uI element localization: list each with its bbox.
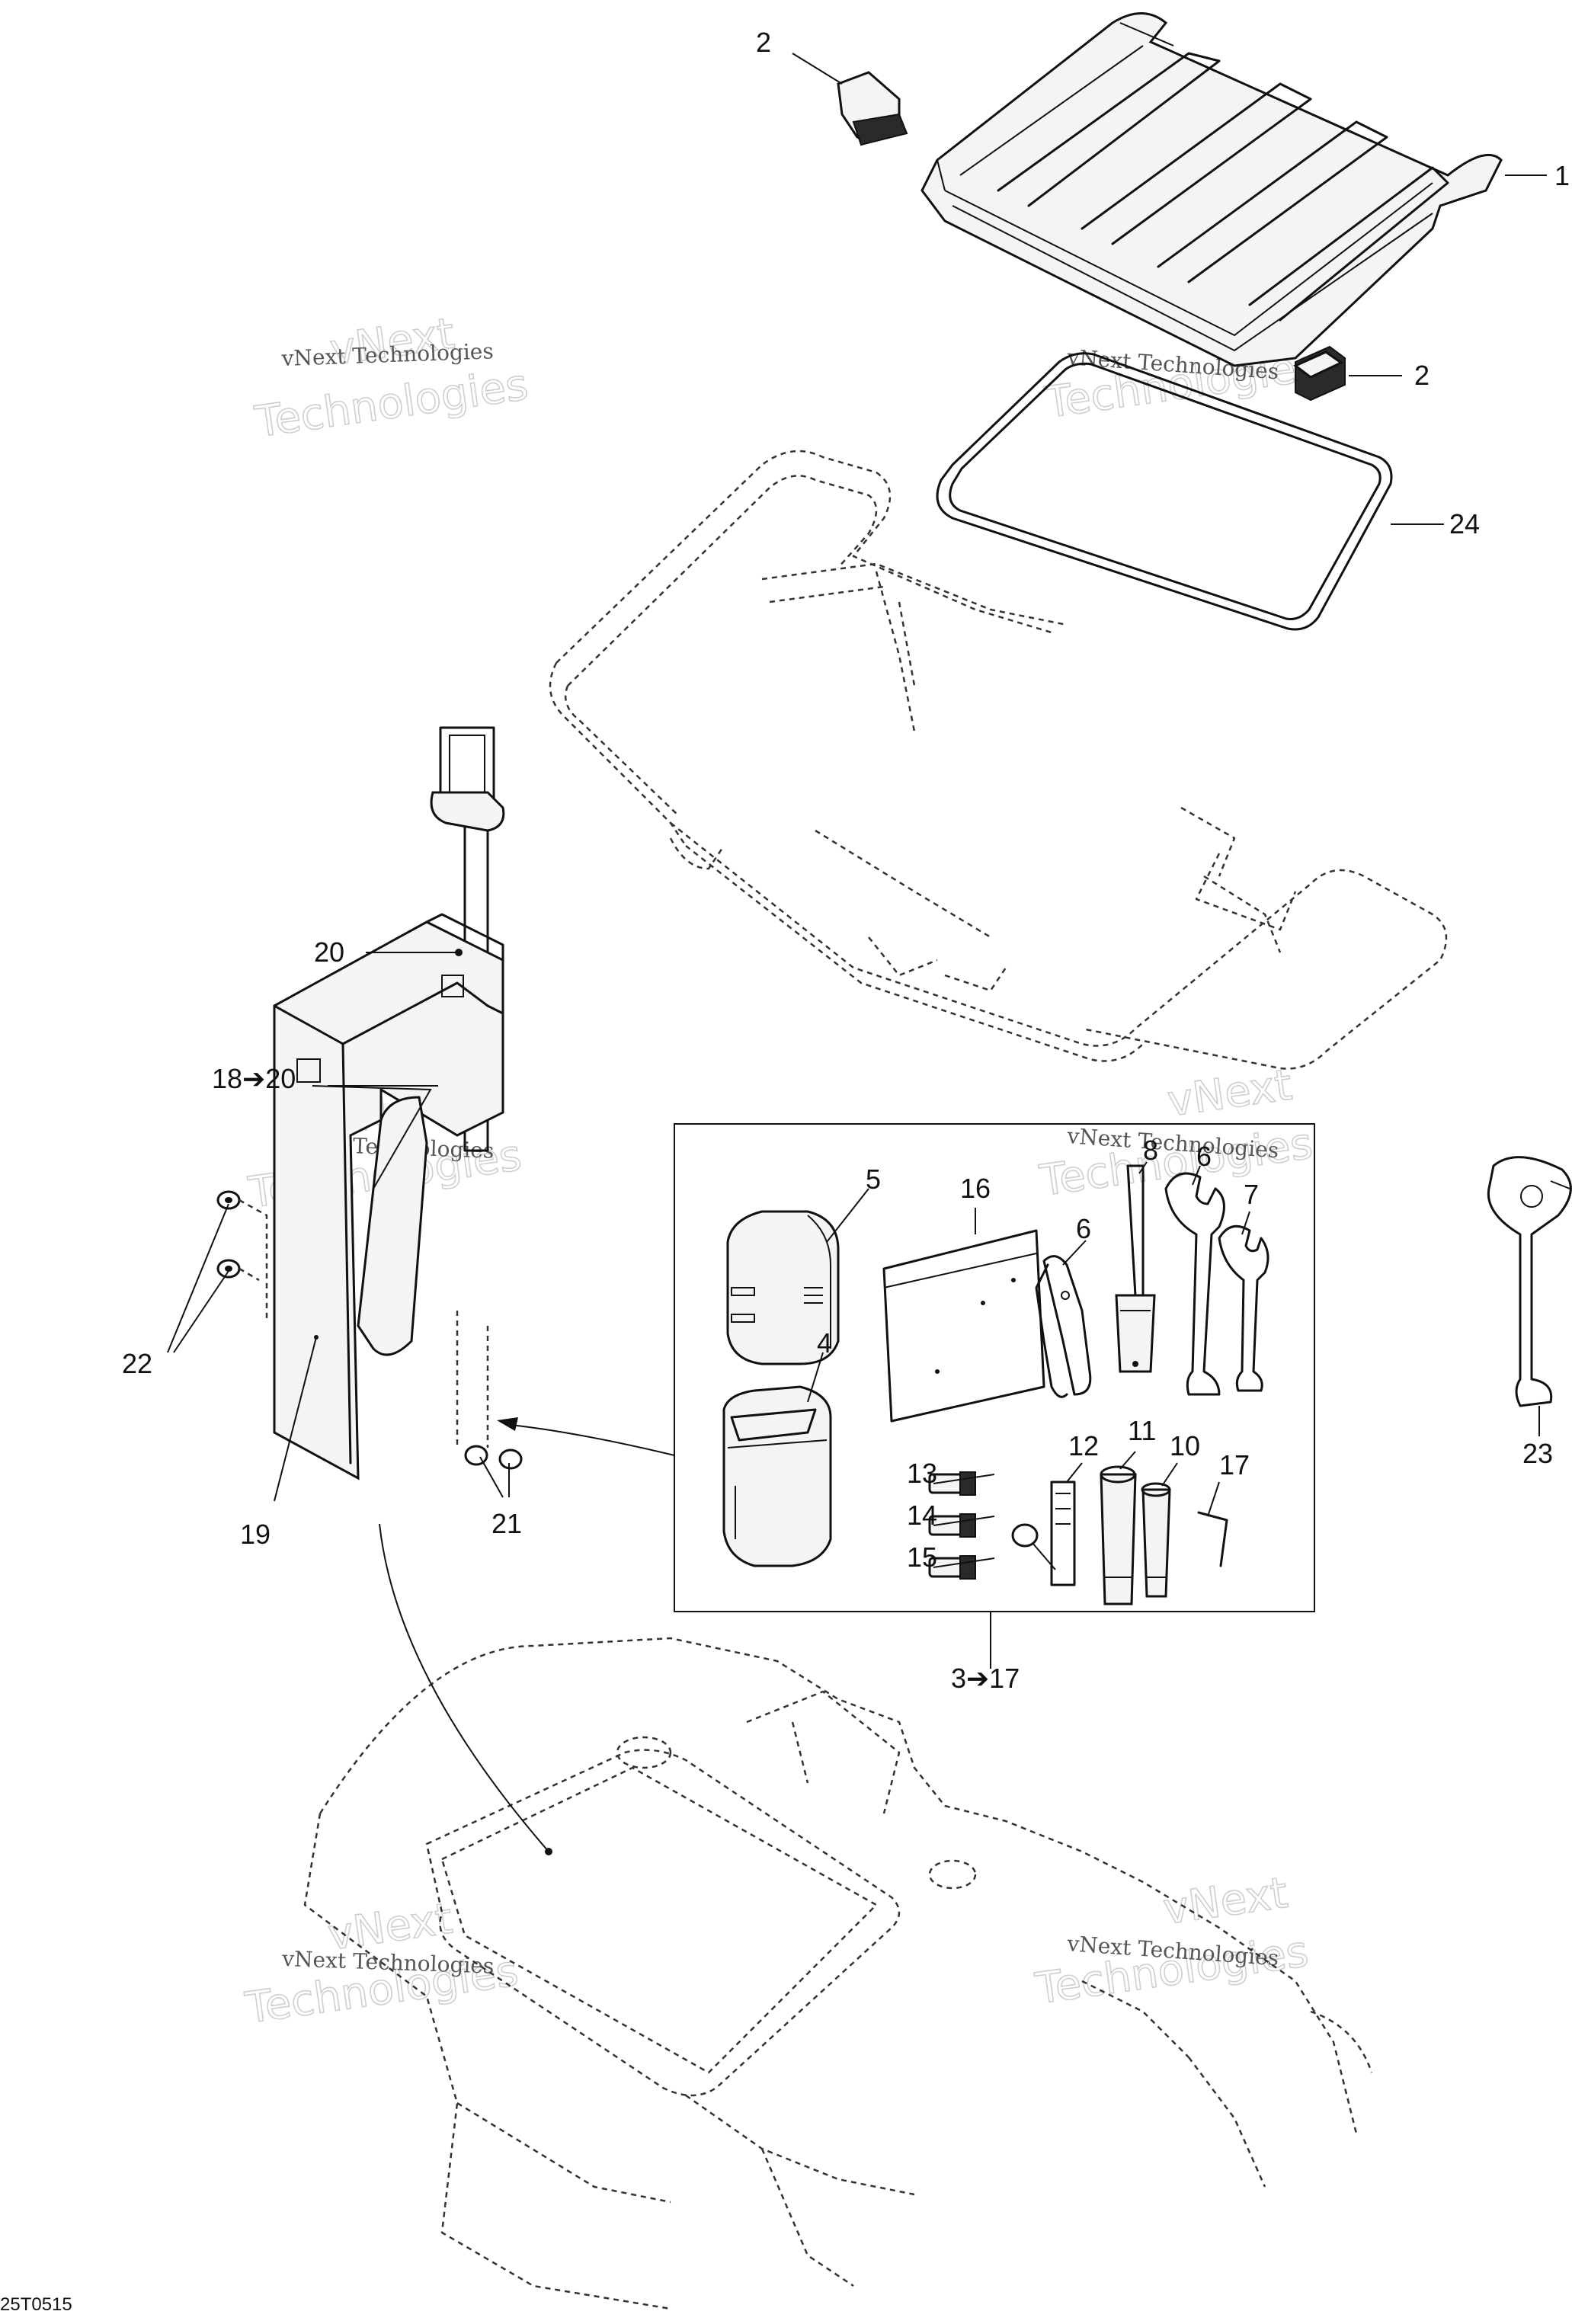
- callout-23: 23: [1522, 1438, 1553, 1469]
- leader-21a: [479, 1456, 504, 1498]
- leader-4: [807, 1352, 824, 1403]
- leader-15: [933, 1557, 995, 1568]
- callout-4: 4: [817, 1327, 832, 1359]
- strap-part-20: [430, 726, 505, 1152]
- fuse-part-15: [928, 1555, 976, 1580]
- pliers-part-6: [1035, 1255, 1092, 1398]
- svg-text:Technologies: Technologies: [252, 360, 531, 448]
- svg-text:vNext: vNext: [1164, 1060, 1295, 1126]
- leader-12: [1066, 1462, 1083, 1483]
- fuse-part-13: [928, 1471, 976, 1496]
- leader-10: [1161, 1462, 1178, 1487]
- socket-part-10: [1141, 1482, 1171, 1598]
- callout-8: 8: [1143, 1135, 1158, 1166]
- callout-24: 24: [1449, 508, 1480, 539]
- fender-body-outline: [303, 1637, 1373, 2310]
- callout-7: 7: [1244, 1179, 1259, 1210]
- callout-1: 1: [1554, 160, 1570, 191]
- toolbag-part-4: [722, 1385, 832, 1567]
- callout-6-wrench: 6: [1196, 1141, 1212, 1172]
- screws-part-21: [456, 1311, 523, 1470]
- leader-5: [826, 1188, 869, 1243]
- wrench-part-6: [1164, 1172, 1225, 1396]
- leader-8: [1138, 1161, 1148, 1174]
- leader-17: [1207, 1481, 1220, 1517]
- fender-attach-dot: [545, 1848, 552, 1855]
- rack-frame-outline: [549, 450, 1448, 1070]
- clip-part-2-lower: [1293, 345, 1346, 402]
- callout-21: 21: [491, 1508, 522, 1539]
- leader-22a: [167, 1203, 229, 1353]
- manual-sheet-part-16: [882, 1229, 1045, 1423]
- toolbag-lid-part-5: [726, 1210, 840, 1365]
- callout-11: 11: [1128, 1415, 1156, 1446]
- callout-14: 14: [907, 1500, 937, 1531]
- callout-10: 10: [1170, 1430, 1200, 1461]
- toolkit-to-holder-arrow: [510, 1424, 675, 1456]
- leader-7: [1241, 1211, 1250, 1235]
- callout-13: 13: [907, 1458, 937, 1489]
- callout-15: 15: [907, 1541, 937, 1573]
- toolkit-frame: [674, 1123, 1315, 1612]
- leader-18-20a: [312, 1085, 432, 1189]
- leader-19: [274, 1336, 317, 1502]
- leader-14: [933, 1516, 995, 1526]
- rack-tray-part-1: [920, 12, 1503, 367]
- leader-11: [1119, 1451, 1136, 1470]
- leader-6b: [1192, 1165, 1201, 1186]
- callout-6-pliers: 6: [1076, 1213, 1091, 1244]
- callout-17: 17: [1219, 1449, 1250, 1481]
- wrench-part-7: [1218, 1224, 1269, 1392]
- callout-19: 19: [240, 1519, 271, 1550]
- callout-12: 12: [1068, 1430, 1099, 1461]
- clip-part-2-top: [837, 71, 908, 146]
- holder-part-19: [273, 913, 504, 1481]
- callout-2-top: 2: [756, 27, 771, 58]
- holder-to-fender-curve: [379, 1523, 549, 1852]
- gasket-part-24: [936, 352, 1393, 631]
- callout-22: 22: [122, 1348, 152, 1379]
- callout-2-lower: 2: [1414, 360, 1430, 391]
- callout-20: 20: [314, 936, 344, 968]
- leader-13: [933, 1474, 995, 1484]
- screwdriver-part-8: [1115, 1164, 1156, 1373]
- gauge-part-12: [1011, 1481, 1076, 1586]
- callout-16: 16: [960, 1173, 991, 1204]
- leader-6a: [1062, 1240, 1087, 1266]
- spanner-part-23: [1487, 1156, 1572, 1407]
- arrow-head: [497, 1417, 518, 1431]
- drawing-code: 25T0515: [0, 2294, 72, 2315]
- allen-key-part-17: [1197, 1511, 1228, 1567]
- leader-22b: [173, 1270, 229, 1353]
- callout-5: 5: [866, 1164, 881, 1195]
- callout-3-17: 3➔17: [951, 1663, 1020, 1694]
- svg-text:vNext: vNext: [1161, 1868, 1291, 1935]
- callout-18-20: 18➔20: [212, 1063, 296, 1094]
- watermark-text-5: vNext Technologies: [281, 1946, 495, 1979]
- watermark-text-1: vNext Technologies: [280, 338, 494, 371]
- washers-part-22: [216, 1190, 268, 1318]
- leader-2-top: [792, 53, 843, 85]
- socket-part-11: [1100, 1465, 1137, 1605]
- watermark-1: vNext Technologies: [251, 309, 532, 448]
